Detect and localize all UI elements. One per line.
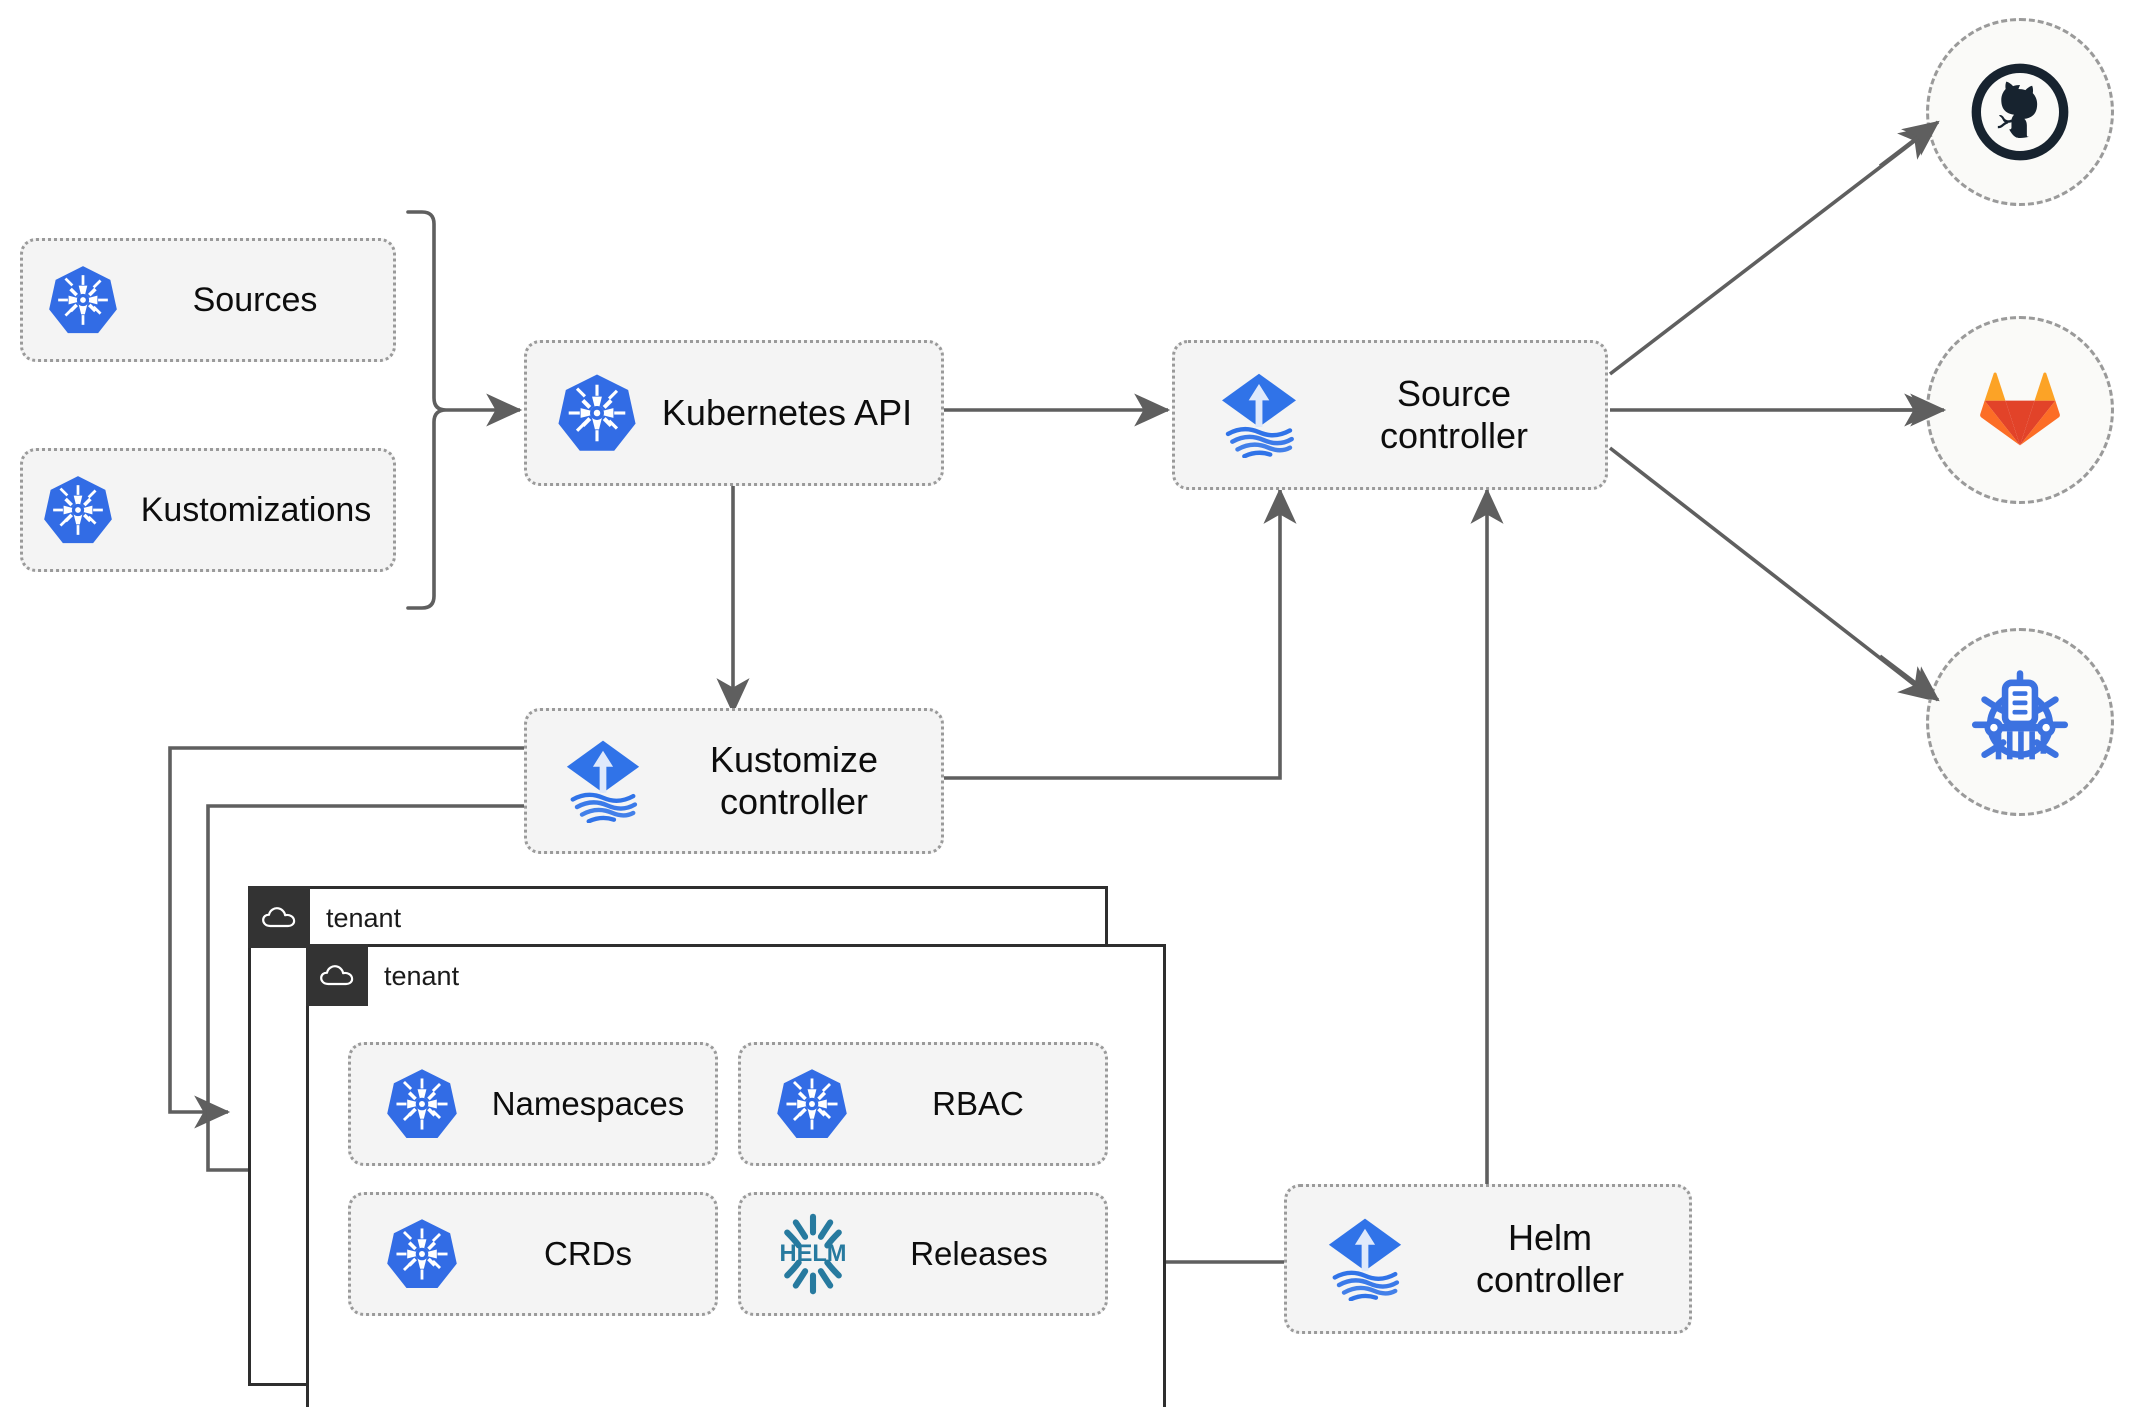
node-helm-controller[interactable]: Helm controller — [1284, 1184, 1692, 1334]
node-helm-controller-label: Helm controller — [1475, 1216, 1625, 1300]
node-crds-label: CRDs — [544, 1234, 632, 1272]
node-rbac[interactable]: RBAC — [738, 1042, 1108, 1166]
node-releases-label: Releases — [910, 1234, 1048, 1272]
node-source-controller[interactable]: Source controller — [1172, 340, 1608, 490]
node-kustomizations[interactable]: Kustomizations — [20, 448, 396, 572]
cloud-icon — [319, 963, 355, 987]
node-kubernetes-api-label: Kubernetes API — [661, 391, 913, 433]
node-namespaces-label: Namespaces — [491, 1084, 685, 1122]
sources-bracket — [406, 210, 447, 610]
node-kustomizations-label: Kustomizations — [140, 490, 372, 529]
tenant-label-back: tenant — [326, 903, 402, 933]
flux-icon — [1287, 1217, 1425, 1301]
kubernetes-icon — [23, 474, 133, 546]
sourcectrl-to-helm-repo — [1608, 446, 1936, 702]
node-kubernetes-api[interactable]: Kubernetes API — [524, 340, 944, 486]
node-kustomize-controller-label: Kustomize controller — [709, 738, 879, 822]
sourcectrl-to-github — [1608, 124, 1936, 376]
tenant-tab-back — [248, 886, 310, 948]
node-source-controller-label: Source controller — [1379, 372, 1529, 456]
kustomizectrl-to-tenant-back — [168, 746, 529, 1129]
tenant-label-front: tenant — [384, 961, 460, 991]
node-rbac-label: RBAC — [932, 1084, 1024, 1122]
node-crds[interactable]: CRDs — [348, 1192, 718, 1316]
tenant-container-front[interactable] — [306, 944, 1166, 1407]
node-namespaces[interactable]: Namespaces — [348, 1042, 718, 1166]
kustomizectrl-to-sourcectrl — [944, 487, 1297, 780]
node-kustomize-controller[interactable]: Kustomize controller — [524, 708, 944, 854]
node-sources-label: Sources — [192, 280, 318, 319]
kubernetes-icon — [351, 1067, 477, 1141]
helm-icon — [741, 1211, 871, 1297]
flux-icon — [1175, 372, 1323, 458]
flux-icon — [527, 739, 663, 823]
gitlab-icon — [1968, 358, 2072, 462]
node-releases[interactable]: Releases — [738, 1192, 1108, 1316]
endpoint-github[interactable] — [1926, 18, 2114, 206]
endpoint-gitlab[interactable] — [1926, 316, 2114, 504]
kubernetes-icon — [741, 1067, 867, 1141]
node-sources[interactable]: Sources — [20, 238, 396, 362]
github-icon — [1968, 60, 2072, 164]
cloud-icon — [261, 905, 297, 929]
kubernetes-icon — [23, 264, 143, 336]
endpoint-helm-repository[interactable] — [1926, 628, 2114, 816]
kubernetes-icon — [527, 372, 651, 454]
helm-repository-icon — [1964, 666, 2076, 778]
kubernetes-icon — [351, 1217, 477, 1291]
tenant-tab-front — [306, 944, 368, 1006]
